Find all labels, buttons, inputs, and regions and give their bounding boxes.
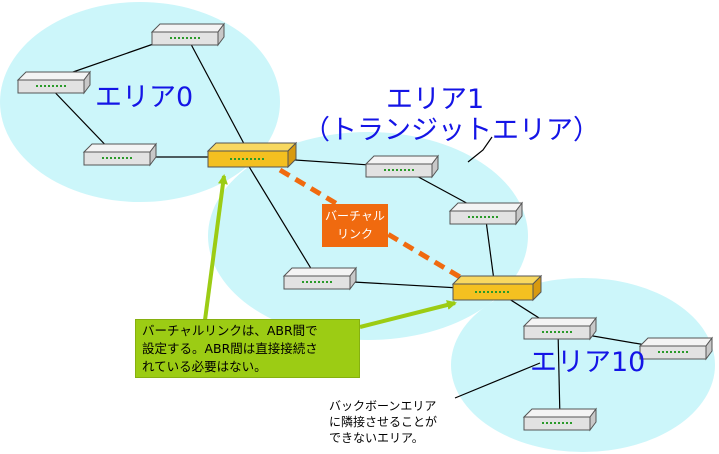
router-icon <box>638 336 713 361</box>
area0-label: エリア0 <box>95 82 194 113</box>
note-line: 設定する。ABR間は直接接続さ <box>142 341 318 356</box>
area1-label: エリア1 <box>386 84 485 115</box>
router-icon <box>16 70 91 95</box>
area10-ellipse <box>451 278 715 452</box>
router-icon <box>82 142 157 167</box>
note-line: バーチャルリンクは、ABR間で <box>142 323 318 338</box>
link <box>244 159 319 281</box>
link <box>44 81 116 156</box>
callout-line: に隣接させることが <box>329 415 438 429</box>
router-icon <box>282 266 357 291</box>
note-line: れている必要はない。 <box>142 359 267 374</box>
note-arrow-to-abr2 <box>359 300 457 329</box>
virtual-link-note: バーチャルリンクは、ABR間で 設定する。ABR間は直接接続さ れている必要はな… <box>135 319 360 378</box>
note-arrow-to-abr1 <box>203 174 228 321</box>
virtual-link-label-line1: バーチャル <box>325 209 385 223</box>
virtual-link-label-line2: リンク <box>336 227 373 241</box>
link <box>184 32 251 156</box>
callout-leader <box>454 362 541 399</box>
abr-router-icon <box>451 274 543 302</box>
link <box>557 329 561 421</box>
abr-router-icon <box>206 141 298 169</box>
virtual-link-label: バーチャル リンク <box>322 204 388 247</box>
router-icon <box>448 201 523 226</box>
area10-label: エリア10 <box>530 347 646 378</box>
router-icon <box>522 407 597 432</box>
area1-pointer <box>467 136 493 163</box>
area10-callout: バックボーンエリア に隣接させることが できないエリア。 <box>329 398 479 446</box>
router-icon <box>522 316 597 341</box>
router-icon <box>150 22 225 47</box>
callout-line: できないエリア。 <box>329 431 424 445</box>
router-icon <box>364 154 439 179</box>
callout-line: バックボーンエリア <box>329 399 437 413</box>
area1-sublabel: （トランジットエリア） <box>303 115 600 146</box>
